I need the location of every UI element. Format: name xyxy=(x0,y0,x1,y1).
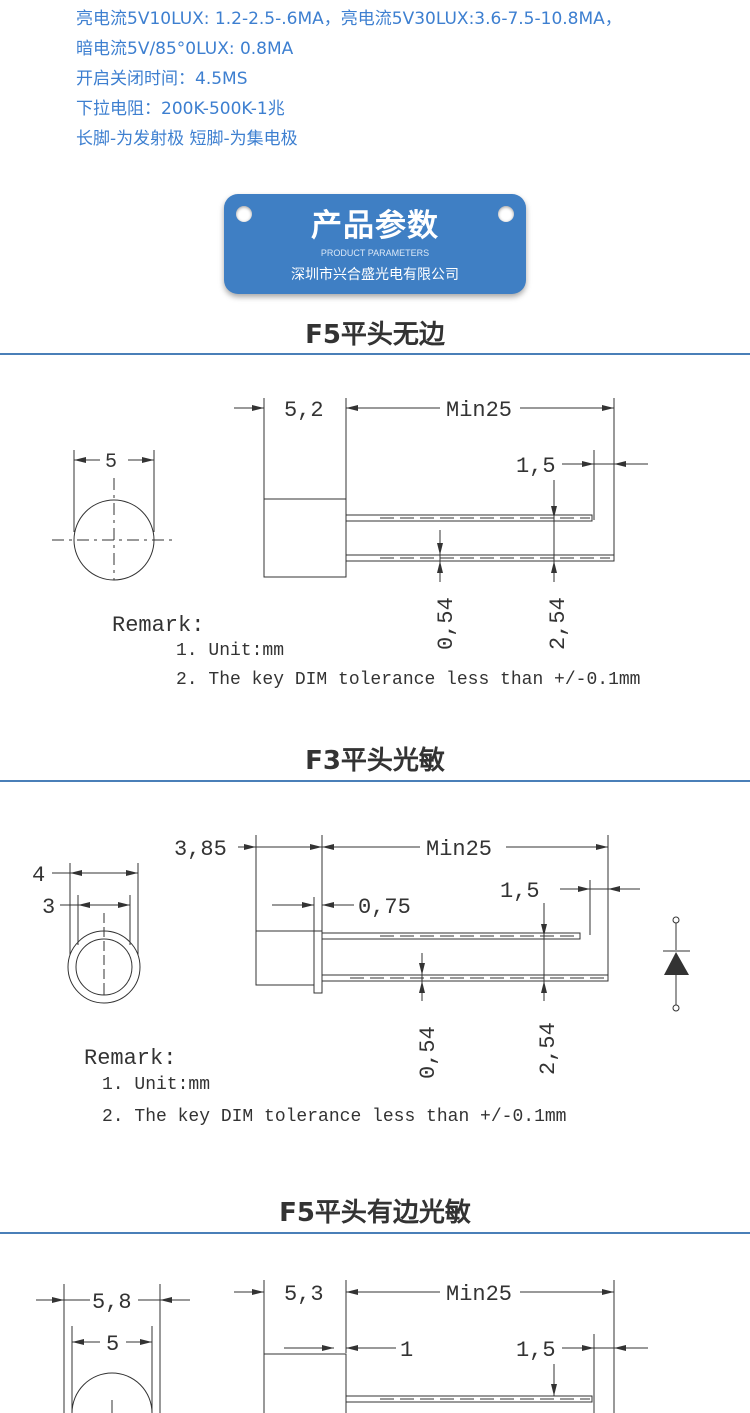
product-parameters-banner: 产品参数 PRODUCT PARAMETERS 深圳市兴合盛光电有限公司 xyxy=(224,194,526,294)
arrowhead xyxy=(419,963,425,975)
arrowhead xyxy=(582,1345,594,1351)
arrowhead xyxy=(602,1289,614,1295)
banner-hole-left xyxy=(236,206,252,222)
arrowhead xyxy=(322,902,334,908)
arrowhead xyxy=(252,405,264,411)
arrowhead xyxy=(126,870,138,876)
dim-outer-diameter: 5,8 xyxy=(92,1290,132,1315)
arrowhead xyxy=(142,457,154,463)
dim-flange: 1 xyxy=(400,1338,413,1363)
spec-line-pull-down: 下拉电阻：200K-500K-1兆 xyxy=(76,99,285,119)
dim-lead-pitch: 2,54 xyxy=(536,1022,561,1075)
section-divider xyxy=(0,353,750,355)
spec-line-pins: 长脚-为发射极 短脚-为集电极 xyxy=(76,129,298,149)
lead-short xyxy=(321,932,581,940)
remark-heading: Remark: xyxy=(84,1046,176,1071)
lead-short xyxy=(345,514,593,522)
dim-lead-offset: 1,5 xyxy=(500,879,540,904)
arrowhead xyxy=(74,457,86,463)
lead-long xyxy=(321,974,609,982)
banner-subtitle: PRODUCT PARAMETERS xyxy=(320,248,430,258)
arrowhead xyxy=(419,981,425,993)
section-title-f5-flat: F5平头无边 xyxy=(305,320,445,350)
arrowhead xyxy=(614,461,626,467)
body-rect xyxy=(263,498,347,578)
arrowhead xyxy=(541,981,547,993)
arrowhead xyxy=(551,561,557,573)
arrowhead xyxy=(310,844,322,850)
diode-terminal xyxy=(672,916,680,924)
banner-title: 产品参数 xyxy=(311,208,439,244)
diode-triangle-icon xyxy=(664,952,689,975)
spec-line-bright-current: 亮电流5V10LUX: 1.2-2.5-.6MA，亮电流5V30LUX:3.6-… xyxy=(76,9,622,29)
arrowhead xyxy=(118,902,130,908)
remark-line-1: 1. Unit:mm xyxy=(102,1075,210,1095)
arrowhead xyxy=(140,1339,152,1345)
dim-lead-pitch: 2,54 xyxy=(546,597,571,650)
lead-short xyxy=(345,1395,593,1403)
drawing-f3-flat: 4 3 3,85 Min25 0,75 1,5 0,54 2,54 Remark… xyxy=(32,835,690,1127)
dim-lead-length: Min25 xyxy=(446,1282,512,1307)
arrowhead xyxy=(244,844,256,850)
spec-line-dark-current: 暗电流5V/85°0LUX: 0.8MA xyxy=(76,39,294,59)
remark-line-2: 2. The key DIM tolerance less than +/-0.… xyxy=(176,670,640,690)
section-divider xyxy=(0,1232,750,1234)
body-rect xyxy=(255,930,315,986)
arrowhead xyxy=(302,902,314,908)
arrowhead xyxy=(582,461,594,467)
arrowhead xyxy=(322,1345,334,1351)
spec-list: 亮电流5V10LUX: 1.2-2.5-.6MA，亮电流5V30LUX:3.6-… xyxy=(76,4,622,154)
dim-body-length: 5,2 xyxy=(284,398,324,423)
spec-line-switch-time: 开启关闭时间：4.5MS xyxy=(76,69,248,89)
dim-body-length: 3,85 xyxy=(174,837,227,862)
arrowhead xyxy=(70,870,82,876)
drawing-f5-flat: 5 5,2 Min25 1,5 0,54 2,54 Remark: 1. Uni… xyxy=(52,398,648,690)
dim-lead-offset: 1,5 xyxy=(516,454,556,479)
dim-outer-diameter: 4 xyxy=(32,863,45,888)
section-divider xyxy=(0,780,750,782)
arrowhead xyxy=(614,1345,626,1351)
arrowhead xyxy=(551,506,557,518)
dim-flange: 0,75 xyxy=(358,895,411,920)
arrowhead xyxy=(252,1289,264,1295)
remark-heading: Remark: xyxy=(112,613,204,638)
remark-line-1: 1. Unit:mm xyxy=(176,641,284,661)
arrowhead xyxy=(346,1289,358,1295)
remark-line-2: 2. The key DIM tolerance less than +/-0.… xyxy=(102,1107,566,1127)
dim-lead-offset: 1,5 xyxy=(516,1338,556,1363)
arrowhead xyxy=(437,561,443,573)
banner-company: 深圳市兴合盛光电有限公司 xyxy=(291,267,459,283)
arrowhead xyxy=(602,405,614,411)
dim-body-length: 5,3 xyxy=(284,1282,324,1307)
arrowhead xyxy=(52,1297,64,1303)
arrowhead xyxy=(551,1384,557,1396)
body-rect xyxy=(263,1353,347,1413)
banner-hole-right xyxy=(498,206,514,222)
dim-diameter: 5 xyxy=(105,451,117,474)
dim-inner-diameter: 3 xyxy=(42,895,55,920)
dim-lead-width: 0,54 xyxy=(416,1026,441,1079)
arrowhead xyxy=(578,886,590,892)
arrowhead xyxy=(608,886,620,892)
drawing-f5-flanged: 5,8 5 5,3 Min25 1 1,5 xyxy=(36,1280,648,1413)
dim-lead-length: Min25 xyxy=(446,398,512,423)
diode-terminal xyxy=(672,1004,680,1012)
section-title-f3-flat: F3平头光敏 xyxy=(305,746,445,776)
arrowhead xyxy=(322,844,334,850)
dim-lead-width: 0,54 xyxy=(434,597,459,650)
arrowhead xyxy=(72,1339,84,1345)
arrowhead xyxy=(160,1297,172,1303)
flange-rect xyxy=(313,930,323,994)
dim-inner-diameter: 5 xyxy=(106,1332,119,1357)
arrowhead xyxy=(596,844,608,850)
arrowhead xyxy=(437,543,443,555)
dim-lead-length: Min25 xyxy=(426,837,492,862)
arrowhead xyxy=(346,1345,358,1351)
arrowhead xyxy=(541,924,547,936)
arrowhead xyxy=(78,902,90,908)
lead-long xyxy=(345,554,615,562)
arrowhead xyxy=(346,405,358,411)
end-view-arc xyxy=(71,1372,153,1413)
section-title-f5-flanged: F5平头有边光敏 xyxy=(279,1198,471,1228)
